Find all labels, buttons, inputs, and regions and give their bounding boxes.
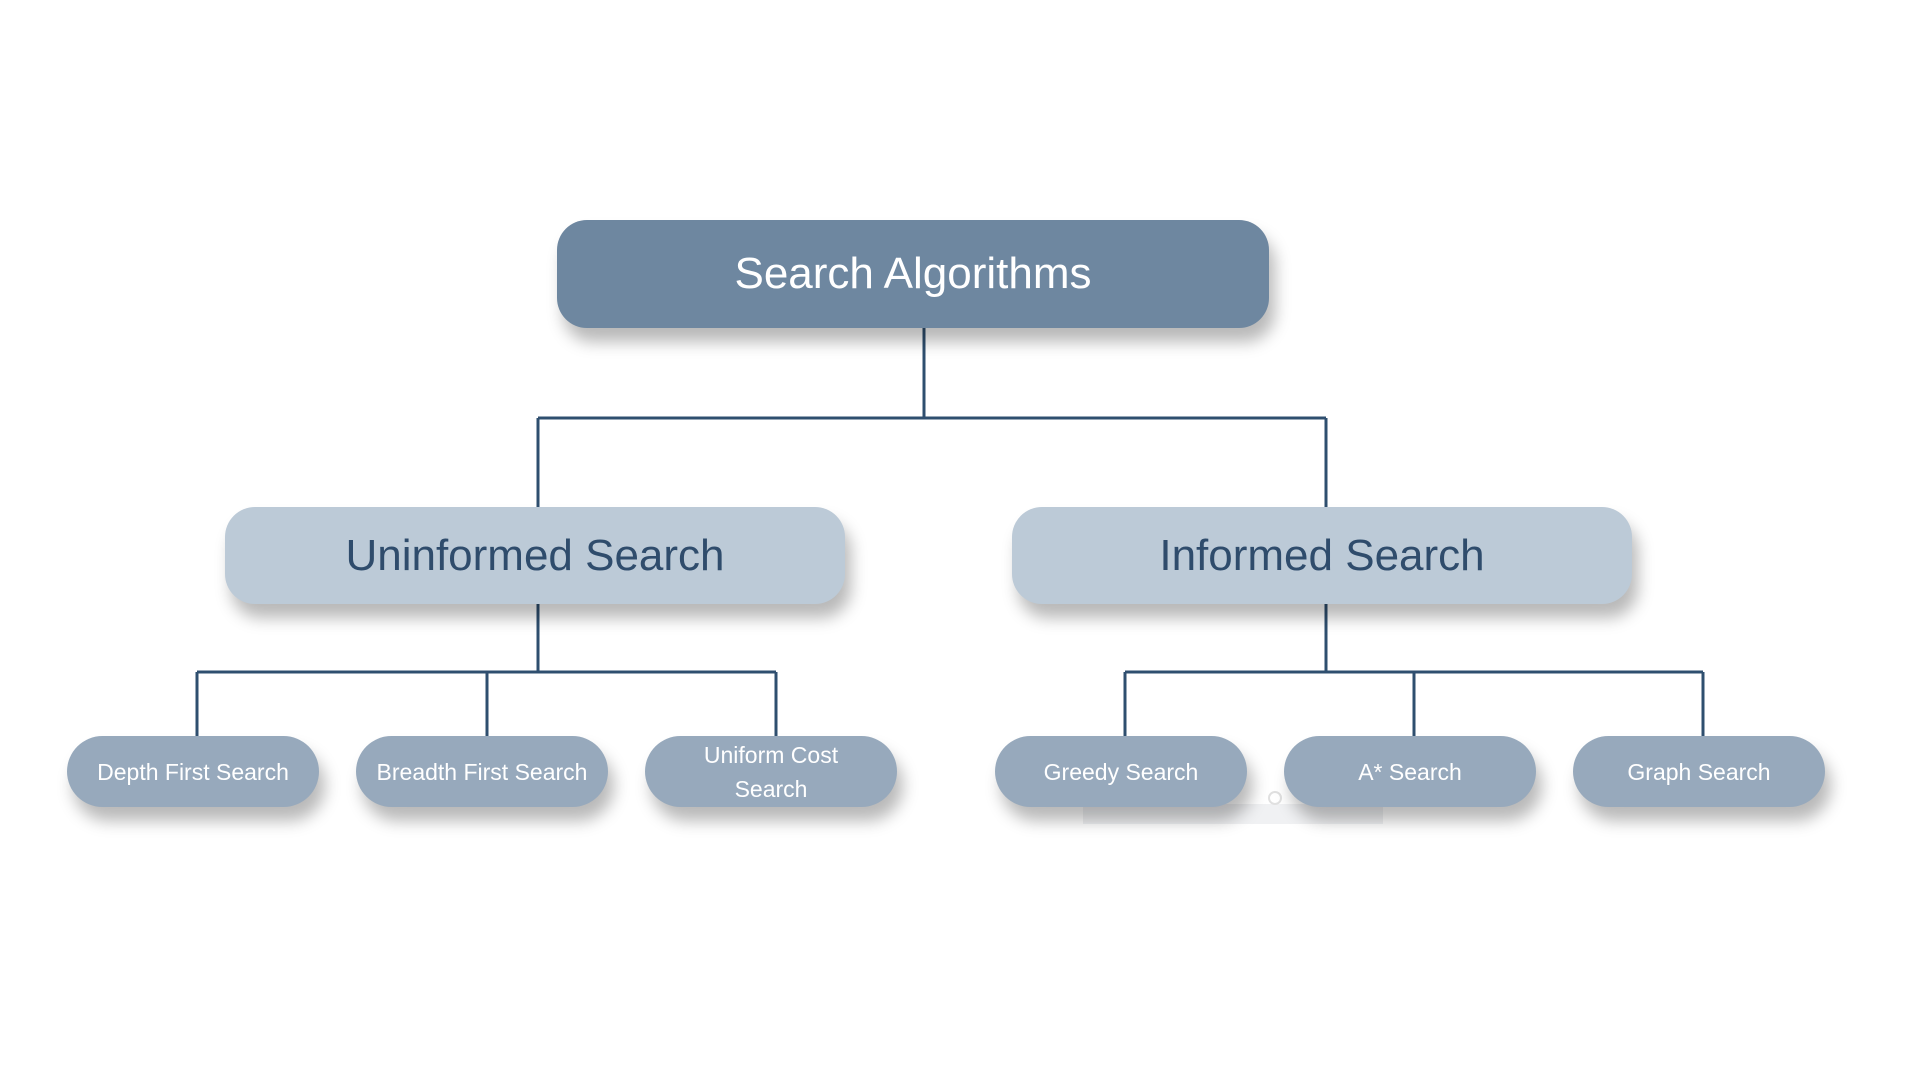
node-label: A* Search bbox=[1358, 758, 1462, 785]
node-greedy-search: Greedy Search bbox=[995, 736, 1247, 807]
node-label: Uniform Cost Search bbox=[703, 741, 839, 802]
node-label: Breadth First Search bbox=[376, 758, 588, 785]
node-uninformed-search: Uninformed Search bbox=[225, 507, 845, 604]
node-uniform-cost-search: Uniform Cost Search bbox=[645, 736, 897, 807]
node-label: Informed Search bbox=[1159, 530, 1485, 580]
node-breadth-first-search: Breadth First Search bbox=[356, 736, 608, 807]
node-informed-search: Informed Search bbox=[1012, 507, 1632, 604]
node-label: Search Algorithms bbox=[734, 249, 1092, 298]
node-label: Depth First Search bbox=[97, 758, 289, 785]
node-label: Greedy Search bbox=[1043, 758, 1199, 785]
node-graph-search: Graph Search bbox=[1573, 736, 1825, 807]
node-depth-first-search: Depth First Search bbox=[67, 736, 319, 807]
faint-gear-icon bbox=[1268, 791, 1282, 805]
node-a-star-search: A* Search bbox=[1284, 736, 1536, 807]
node-search-algorithms: Search Algorithms bbox=[557, 220, 1269, 328]
node-label: Uninformed Search bbox=[345, 530, 725, 580]
node-label: Graph Search bbox=[1627, 758, 1771, 785]
faint-artifact-bar bbox=[1083, 804, 1383, 824]
